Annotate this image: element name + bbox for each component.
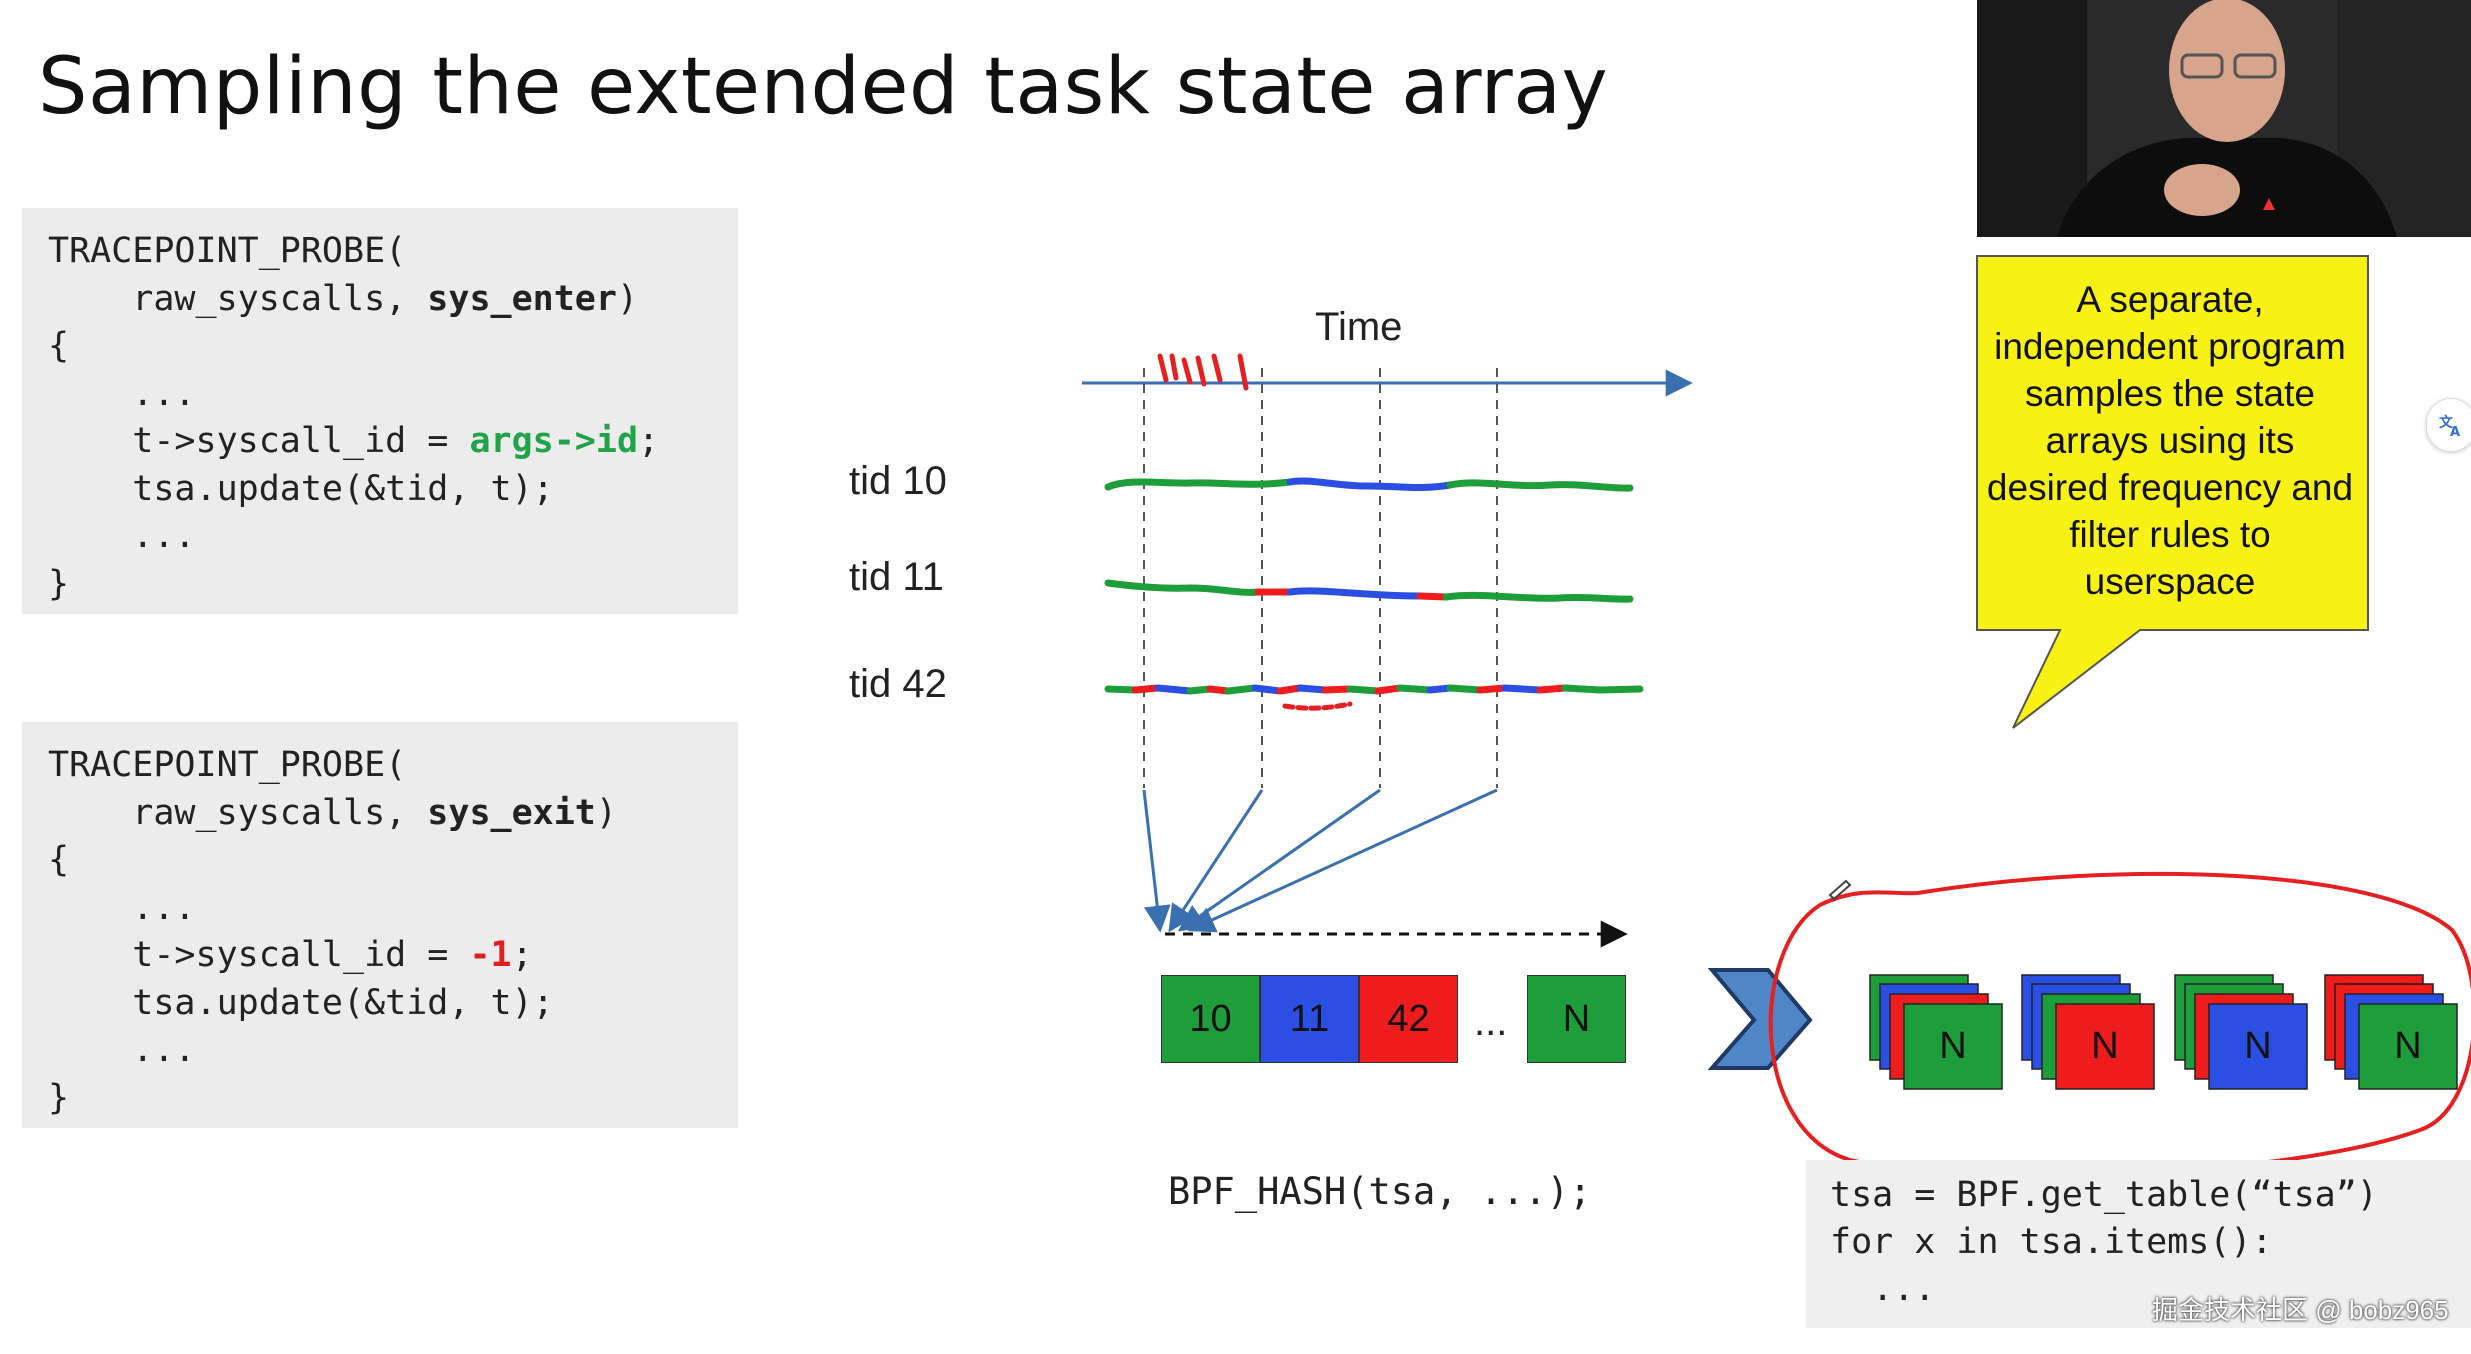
- tid-11-state-blue: [1290, 591, 1420, 596]
- stack-label: N: [2056, 1004, 2154, 1089]
- code-line: for x in tsa.items():: [1830, 1219, 2471, 1266]
- translate-icon[interactable]: 文 A: [2426, 398, 2471, 452]
- array-cell-tid-42: 42: [1359, 975, 1458, 1063]
- array-cell-n: N: [1527, 975, 1626, 1063]
- callout-text: A separate, independent program samples …: [1980, 276, 2360, 605]
- presenter-video: [1977, 0, 2471, 237]
- translate-glyph-icon: 文 A: [2438, 412, 2464, 438]
- tid-label: tid 42: [849, 662, 947, 707]
- stack-label: N: [2359, 1004, 2457, 1089]
- tid-11-state-green: [1108, 583, 1258, 592]
- tid-10-state-blue: [1290, 481, 1450, 488]
- chevron-right-icon: [1712, 970, 1810, 1068]
- watermark: 掘金技术社区 @ bobz965: [2152, 1290, 2449, 1327]
- stack-label: N: [1904, 1004, 2002, 1089]
- sample-markers: [1144, 368, 1497, 788]
- stack-label: N: [2209, 1004, 2307, 1089]
- tid-label: tid 10: [849, 459, 947, 504]
- annotation-underline: [1285, 704, 1350, 708]
- time-label: Time: [1315, 305, 1402, 350]
- presenter-icon: [1977, 0, 2471, 237]
- tid-42-states: [1108, 688, 1640, 691]
- sample-arrows: [1144, 790, 1497, 930]
- tid-label: tid 11: [849, 555, 944, 600]
- tid-10-state-green-2: [1450, 483, 1630, 488]
- tid-10-state-green: [1108, 482, 1290, 487]
- array-cell-tid-11: 11: [1260, 975, 1359, 1063]
- array-ellipsis: ...: [1474, 1000, 1507, 1045]
- tid-11-state-red-2: [1420, 596, 1446, 597]
- code-line: tsa = BPF.get_table(“tsa”): [1830, 1172, 2471, 1219]
- bpf-hash-caption: BPF_HASH(tsa, ...);: [1168, 1170, 1591, 1213]
- array-cell-tid-10: 10: [1161, 975, 1260, 1063]
- tid-11-state-green-2: [1446, 595, 1630, 599]
- svg-text:A: A: [2450, 425, 2460, 438]
